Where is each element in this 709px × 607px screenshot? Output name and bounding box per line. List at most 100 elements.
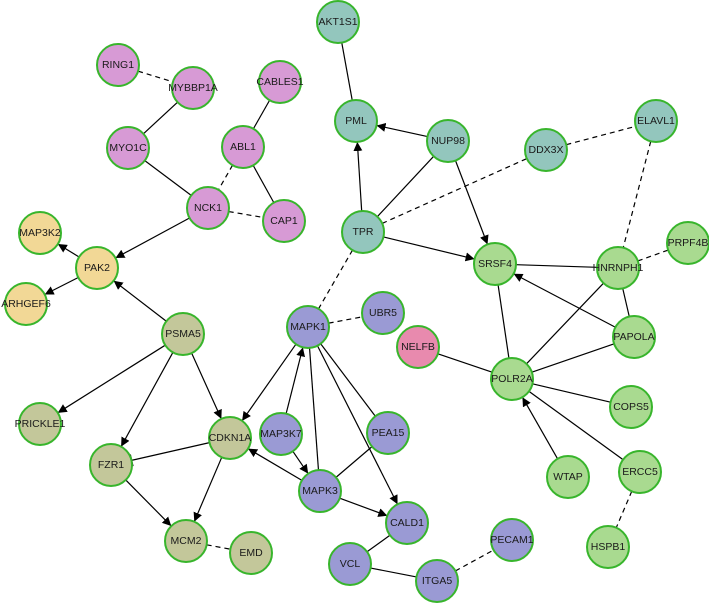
node-circle-nup98 [426, 119, 470, 163]
node-circle-polr2a [490, 357, 534, 401]
edge-psma5-prickle1 [57, 344, 166, 414]
node-cdkn1a[interactable]: CDKN1A [208, 416, 252, 460]
node-tpr[interactable]: TPR [341, 210, 385, 254]
edge-psma5-pak2 [113, 280, 167, 322]
edge-pak2-arhgef6 [44, 276, 79, 296]
node-circle-emd [229, 531, 273, 575]
node-nup98[interactable]: NUP98 [426, 119, 470, 163]
node-label-ddx3x: DDX3X [528, 144, 563, 156]
node-elavl1[interactable]: ELAVL1 [634, 99, 678, 143]
node-label-pml: PML [345, 115, 367, 127]
edge-ercc5-hspb1 [615, 491, 633, 528]
node-fzr1[interactable]: FZR1 [89, 443, 133, 487]
edge-cables1-abl1 [252, 99, 271, 130]
node-circle-pml [334, 99, 378, 143]
node-label-mapk3: MAPK3 [302, 485, 338, 497]
node-circle-arhgef6 [4, 282, 48, 326]
node-hnrnph1[interactable]: HNRNPH1 [593, 246, 644, 290]
edge-mapk1-cdkn1a [241, 343, 297, 422]
node-mapk1[interactable]: MAPK1 [286, 305, 330, 349]
node-mapk3[interactable]: MAPK3 [298, 469, 342, 513]
node-circle-map3k7 [259, 412, 303, 456]
node-circle-prickle1 [18, 402, 62, 446]
node-label-nup98: NUP98 [431, 135, 465, 147]
node-label-emd: EMD [239, 547, 263, 559]
node-cables1[interactable]: CABLES1 [256, 60, 304, 104]
edge-srsf4-hnrnph1 [515, 264, 598, 268]
edge-myo1c-nck1 [144, 160, 192, 196]
node-circle-pea15 [366, 411, 410, 455]
node-circle-nck1 [186, 186, 230, 230]
node-myo1c[interactable]: MYO1C [106, 126, 150, 170]
node-pml[interactable]: PML [334, 99, 378, 143]
node-label-nelfb: NELFB [401, 341, 435, 353]
edge-ring1-mybbp1a [137, 70, 174, 83]
node-papola[interactable]: PAPOLA [612, 315, 656, 359]
node-label-ring1: RING1 [102, 59, 134, 71]
node-label-pak2: PAK2 [84, 262, 110, 274]
node-label-papola: PAPOLA [613, 331, 654, 343]
edge-mcm2-emd [206, 544, 231, 550]
edge-fzr1-mcm2 [125, 479, 172, 527]
node-polr2a[interactable]: POLR2A [490, 357, 534, 401]
node-label-itga5: ITGA5 [422, 575, 453, 587]
edge-layer [44, 42, 669, 578]
node-label-mcm2: MCM2 [171, 535, 202, 547]
edge-tpr-srsf4 [383, 236, 475, 262]
node-ubr5[interactable]: UBR5 [361, 291, 405, 335]
node-mcm2[interactable]: MCM2 [164, 519, 208, 563]
node-mybbp1a[interactable]: MYBBP1A [168, 66, 218, 110]
node-akt1s1[interactable]: AKT1S1 [316, 0, 360, 44]
edge-papola-srsf4 [513, 273, 616, 328]
node-circle-mapk1 [286, 305, 330, 349]
edge-tpr-mapk1 [318, 249, 353, 310]
node-ercc5[interactable]: ERCC5 [618, 450, 662, 494]
node-map3k2[interactable]: MAP3K2 [18, 211, 62, 255]
node-label-hspb1: HSPB1 [591, 541, 626, 553]
node-circle-prpf4b [666, 221, 709, 265]
node-label-nck1: NCK1 [194, 202, 222, 214]
edge-mapk1-ubr5 [328, 316, 363, 324]
node-abl1[interactable]: ABL1 [221, 125, 265, 169]
node-pea15[interactable]: PEA15 [366, 411, 410, 455]
node-itga5[interactable]: ITGA5 [415, 559, 459, 603]
edge-hnrnph1-polr2a [526, 282, 604, 365]
node-cops5[interactable]: COPS5 [609, 385, 653, 429]
node-srsf4[interactable]: SRSF4 [473, 242, 517, 286]
node-nelfb[interactable]: NELFB [396, 325, 440, 369]
edge-itga5-pecam1 [455, 549, 494, 572]
node-pak2[interactable]: PAK2 [75, 246, 119, 290]
node-circle-mybbp1a [171, 66, 215, 110]
node-map3k7[interactable]: MAP3K7 [259, 412, 303, 456]
node-label-map3k7: MAP3K7 [260, 428, 302, 440]
edge-mapk1-cald1 [316, 345, 399, 505]
node-ddx3x[interactable]: DDX3X [524, 128, 568, 172]
node-circle-abl1 [221, 125, 265, 169]
node-vcl[interactable]: VCL [328, 542, 372, 586]
node-cap1[interactable]: CAP1 [262, 199, 306, 243]
node-label-myo1c: MYO1C [109, 142, 147, 154]
node-label-cald1: CALD1 [390, 517, 424, 529]
edge-mybbp1a-myo1c [143, 101, 178, 135]
node-emd[interactable]: EMD [229, 531, 273, 575]
node-circle-cdkn1a [208, 416, 252, 460]
node-ring1[interactable]: RING1 [96, 43, 140, 87]
node-label-psma5: PSMA5 [165, 328, 201, 340]
node-label-map3k2: MAP3K2 [19, 227, 61, 239]
edge-tpr-ddx3x [381, 158, 528, 224]
node-psma5[interactable]: PSMA5 [161, 312, 205, 356]
node-prickle1[interactable]: PRICKLE1 [15, 402, 66, 446]
node-hspb1[interactable]: HSPB1 [586, 525, 630, 569]
node-wtap[interactable]: WTAP [546, 455, 590, 499]
node-circle-elavl1 [634, 99, 678, 143]
node-arhgef6[interactable]: ARHGEF6 [1, 282, 51, 326]
node-nck1[interactable]: NCK1 [186, 186, 230, 230]
node-circle-map3k2 [18, 211, 62, 255]
edge-srsf4-polr2a [497, 284, 510, 359]
node-circle-wtap [546, 455, 590, 499]
node-prpf4b[interactable]: PRPF4B [666, 221, 709, 265]
node-circle-myo1c [106, 126, 150, 170]
node-pecam1[interactable]: PECAM1 [490, 518, 534, 562]
node-cald1[interactable]: CALD1 [385, 501, 429, 545]
